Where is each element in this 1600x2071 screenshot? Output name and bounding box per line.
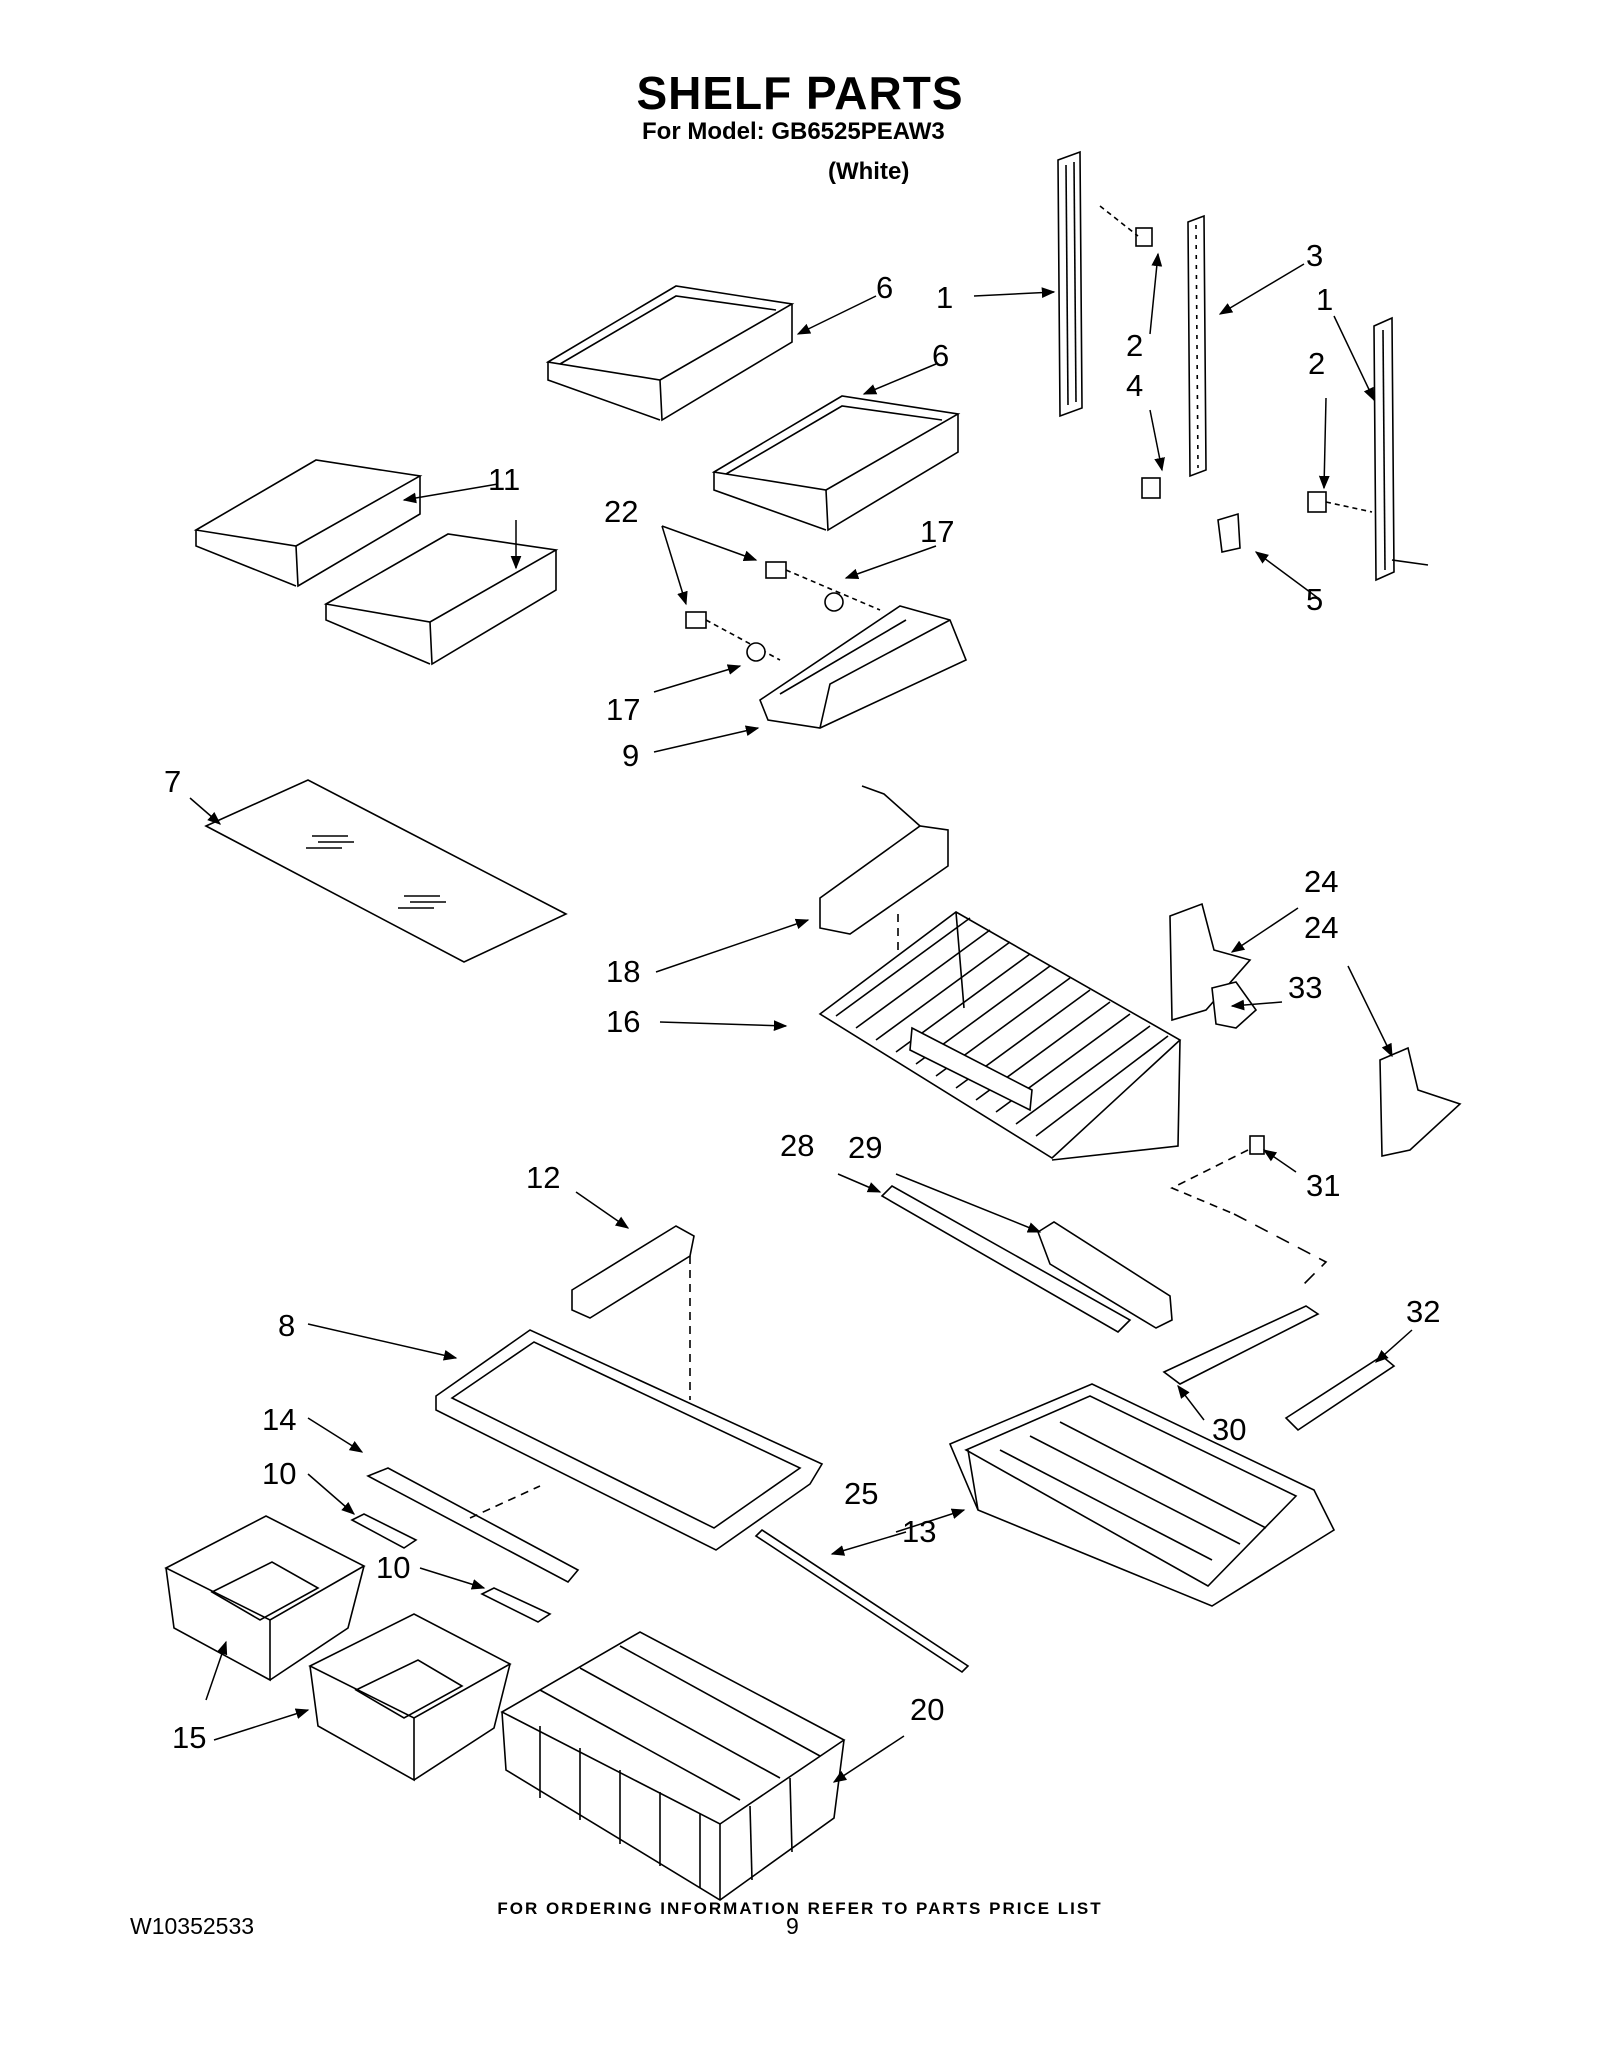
callout-25: 25	[844, 1476, 879, 1511]
callout-10: 10	[376, 1550, 411, 1585]
callout-22: 22	[604, 494, 639, 529]
callout-24: 24	[1304, 910, 1339, 945]
rail-30	[1162, 1305, 1320, 1385]
callout-28: 28	[780, 1128, 815, 1163]
crisper-cover-8	[435, 1329, 824, 1551]
callout-31: 31	[1306, 1168, 1341, 1203]
callout-1: 1	[1316, 282, 1334, 317]
callout-2: 2	[1308, 346, 1326, 381]
slide-12	[571, 1225, 695, 1400]
callout-13: 13	[902, 1514, 937, 1549]
callout-29: 29	[848, 1130, 883, 1165]
clip-31	[1170, 1135, 1328, 1287]
callout-32: 32	[1406, 1294, 1441, 1329]
callout-17: 17	[606, 692, 641, 727]
screw-4	[1141, 477, 1161, 499]
shelf-rail-right	[1373, 316, 1429, 582]
slide-28	[880, 1185, 1132, 1333]
callout-33: 33	[1288, 970, 1323, 1005]
page-title: SHELF PARTS	[636, 67, 964, 119]
door-shelf-11-right	[323, 533, 559, 666]
model-variant: (White)	[828, 158, 910, 185]
callout-2: 2	[1126, 328, 1144, 363]
door-shelf-6-upper	[545, 285, 795, 422]
door-shelf-11-left	[193, 459, 423, 588]
bracket-24-upper	[1169, 902, 1252, 1022]
callout-3: 3	[1306, 238, 1324, 273]
callout-9: 9	[622, 738, 640, 773]
callout-16: 16	[606, 1004, 641, 1039]
door-shelf-6-lower	[711, 395, 961, 532]
page-number: 9	[786, 1913, 799, 1939]
rod-13	[754, 1528, 970, 1674]
glass-shelf-7	[204, 779, 568, 963]
bracket-24-lower	[1379, 1046, 1462, 1157]
callout-14: 14	[262, 1402, 297, 1437]
cover-14	[366, 1467, 580, 1584]
shelf-rail-left	[1057, 150, 1083, 418]
slide-10-lower	[480, 1587, 552, 1623]
callout-8: 8	[278, 1308, 296, 1343]
callout-24: 24	[1304, 864, 1339, 899]
model-number: For Model: GB6525PEAW3	[642, 118, 945, 145]
screw-22-lower	[685, 611, 781, 661]
callout-6: 6	[876, 270, 894, 305]
callout-6: 6	[932, 338, 950, 373]
callout-18: 18	[606, 954, 641, 989]
shelf-rail-center	[1187, 214, 1207, 478]
screw-22-upper	[765, 561, 881, 611]
slide-29	[1037, 1221, 1173, 1329]
callout-1: 1	[936, 280, 954, 315]
clip-5	[1217, 512, 1241, 553]
callout-17: 17	[920, 514, 955, 549]
screw-2-upper	[1099, 205, 1153, 247]
crisper-drawer-25	[948, 1383, 1336, 1607]
washer-17-upper	[824, 592, 844, 612]
callout-11: 11	[488, 462, 521, 497]
wire-basket-16	[818, 911, 1182, 1161]
leader-arrows	[189, 252, 1413, 1783]
callout-15: 15	[172, 1720, 207, 1755]
callout-20: 20	[910, 1692, 945, 1727]
document-id: W10352533	[130, 1913, 255, 1939]
deli-pan-15-left	[164, 1515, 366, 1682]
slide-10-upper	[350, 1513, 418, 1549]
bracket-32	[1284, 1355, 1396, 1432]
callout-30: 30	[1212, 1412, 1247, 1447]
callout-12: 12	[526, 1160, 561, 1195]
callout-10: 10	[262, 1456, 297, 1491]
washer-17-lower	[746, 642, 766, 662]
callout-5: 5	[1306, 582, 1324, 617]
screw-2-right	[1307, 491, 1373, 513]
wine-rack-9	[759, 605, 968, 729]
wire-basket-20	[500, 1631, 846, 1901]
callout-4: 4	[1126, 368, 1144, 403]
deli-pan-15-right	[308, 1613, 512, 1782]
callout-7: 7	[164, 764, 182, 799]
ordering-note: FOR ORDERING INFORMATION REFER TO PARTS …	[497, 1899, 1103, 1918]
